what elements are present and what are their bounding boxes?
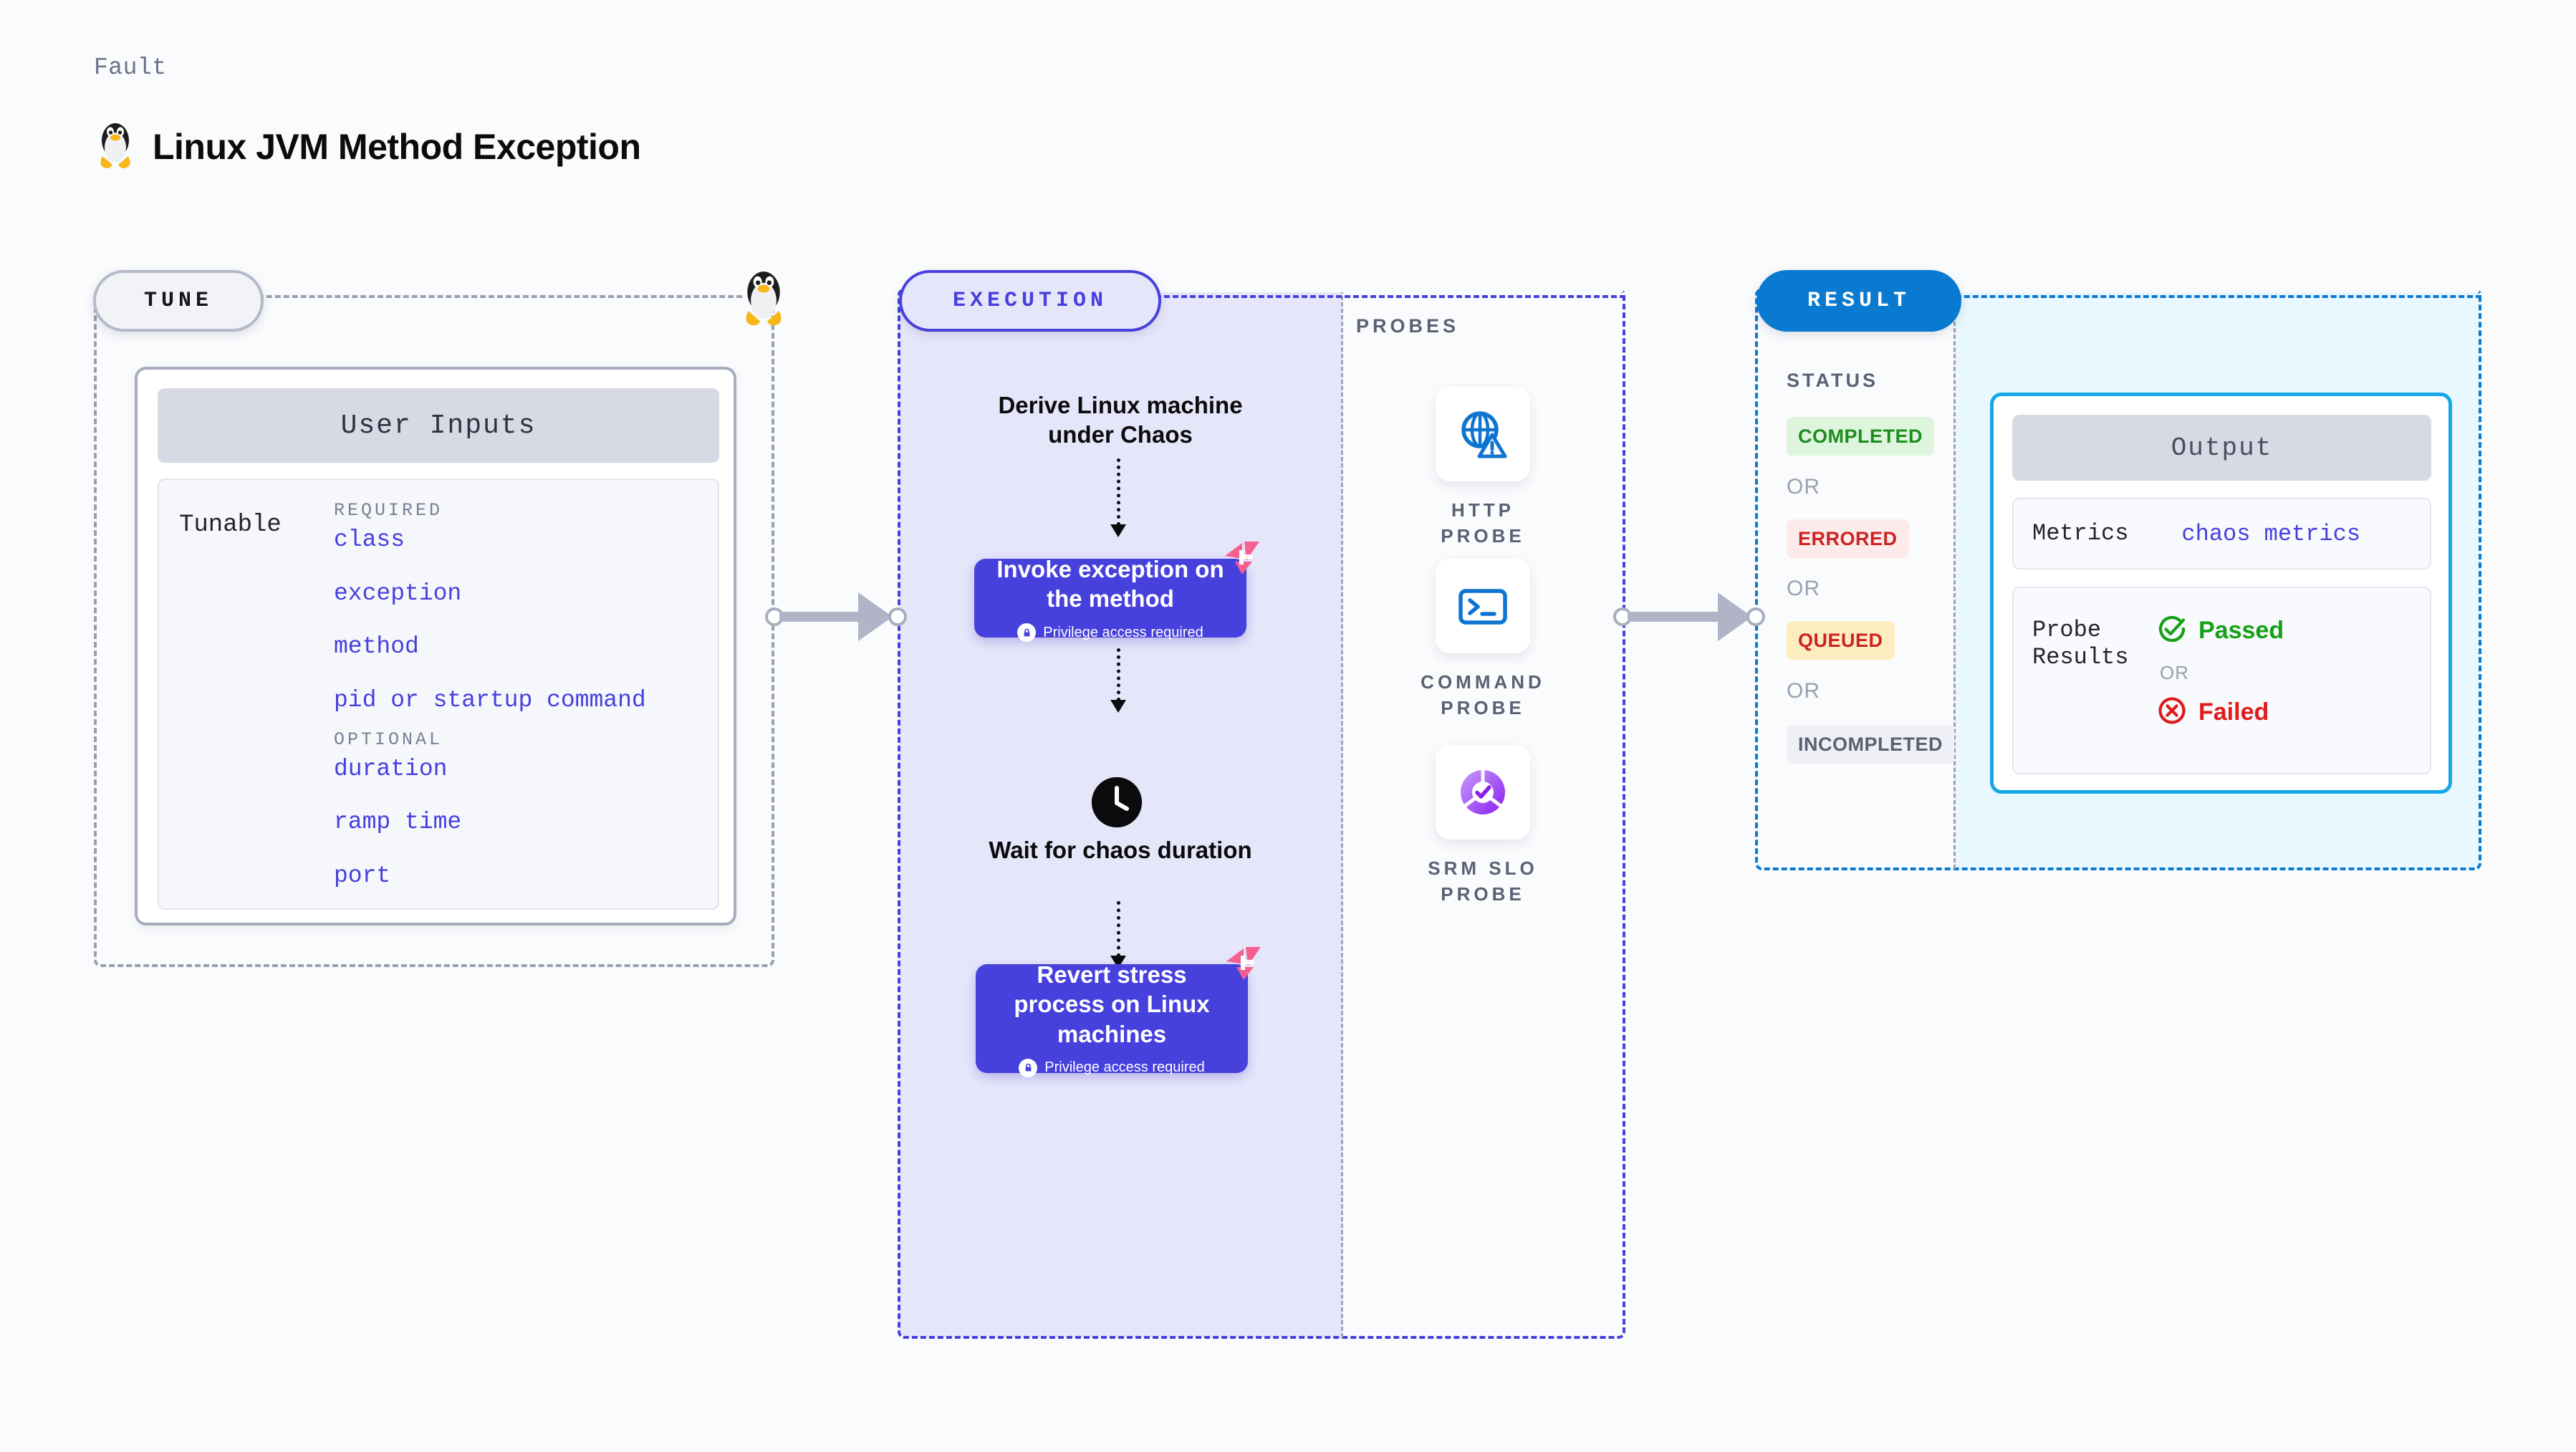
execution-step-derive-machine: Derive Linux machine under Chaos [998, 392, 1243, 448]
probe-results-key-line2: Results [2032, 644, 2129, 671]
field-duration[interactable]: duration [334, 755, 448, 782]
probe-item-srm-slo[interactable]: SRM SLO PROBE [1411, 745, 1554, 908]
connector-bar [779, 612, 873, 622]
execution-top-mask [901, 285, 1623, 292]
result-top-dashed-line [1956, 295, 2481, 298]
status-badge-queued: QUEUED [1787, 621, 1895, 660]
probe-item-http[interactable]: HTTP PROBE [1411, 387, 1554, 549]
probe-result-failed: Failed [2157, 696, 2284, 729]
field-port[interactable]: port [334, 862, 391, 889]
execution-stage-pill[interactable]: EXECUTION [899, 270, 1161, 332]
probe-results-key-line1: Probe [2032, 617, 2102, 643]
execution-node-title: Revert stress process on Linux machines [1014, 961, 1210, 1047]
execution-probes-divider [1341, 289, 1343, 1337]
connector-execution-to-result [1613, 592, 1771, 642]
privilege-note-text: Privilege access required [1044, 1059, 1205, 1076]
metrics-key-label: Metrics [2032, 519, 2129, 547]
status-badge-completed: COMPLETED [1787, 417, 1935, 456]
probe-label: HTTP PROBE [1441, 499, 1525, 547]
linux-penguin-icon [94, 119, 137, 174]
tunable-label: Tunable [179, 511, 282, 539]
result-status-panel-fill [1756, 289, 1953, 869]
status-badge-incompleted: INCOMPLETED [1787, 725, 1955, 764]
check-circle-icon [2157, 614, 2187, 648]
group-label-required: REQUIRED [334, 500, 443, 521]
field-pid-or-startup-command[interactable]: pid or startup command [334, 686, 646, 713]
command-terminal-icon [1436, 559, 1530, 653]
tune-stage-pill[interactable]: TUNE [93, 270, 264, 332]
execution-step-wait-duration: Wait for chaos duration [989, 837, 1252, 863]
page-title: Linux JVM Method Exception [153, 126, 641, 167]
probe-result-failed-label: Failed [2198, 698, 2269, 726]
execution-node-title: Invoke exception on the method [996, 555, 1224, 612]
lock-icon [1019, 1058, 1038, 1077]
connector-end-dot [1746, 607, 1765, 626]
execution-node-invoke-exception[interactable]: Invoke exception on the method Privilege… [974, 542, 1259, 643]
privilege-note-text: Privilege access required [1043, 624, 1203, 640]
connector-tune-to-execution [765, 592, 908, 642]
output-probe-results-row: Probe Results Passed OR [2012, 587, 2431, 774]
tunable-fields-list: REQUIRED class exception method pid or s… [334, 500, 706, 917]
x-circle-icon [2157, 696, 2187, 729]
user-inputs-card-body: Tunable REQUIRED class exception method … [158, 479, 719, 910]
probe-item-command[interactable]: COMMAND PROBE [1411, 559, 1554, 721]
field-exception[interactable]: exception [334, 580, 462, 607]
output-card: Output Metrics chaos metrics Probe Resul… [1990, 393, 2452, 794]
tune-top-mask [97, 285, 772, 292]
fault-title-row: Linux JVM Method Exception [94, 119, 641, 174]
fault-eyebrow-label: Fault [94, 54, 167, 81]
harness-logo-icon [1221, 540, 1262, 577]
result-top-mask [1759, 285, 2479, 292]
execution-node-privilege-note: Privilege access required [1017, 623, 1203, 643]
probe-label: SRM SLO PROBE [1428, 857, 1538, 905]
user-inputs-card: User Inputs Tunable REQUIRED class excep… [135, 367, 736, 925]
status-or-2: OR [1787, 577, 1820, 600]
status-badge-errored: ERRORED [1787, 519, 1909, 558]
probe-result-passed: Passed [2157, 614, 2284, 648]
execution-node-revert-stress[interactable]: Revert stress process on Linux machines … [976, 947, 1261, 1077]
user-inputs-card-title: User Inputs [158, 388, 719, 463]
output-card-title: Output [2012, 415, 2431, 481]
status-label: STATUS [1787, 370, 1878, 391]
group-label-optional: OPTIONAL [334, 729, 443, 750]
output-metrics-row: Metrics chaos metrics [2012, 498, 2431, 569]
status-or-1: OR [1787, 475, 1820, 499]
tune-top-dashed-line [258, 295, 742, 298]
probe-result-or: OR [2160, 662, 2189, 683]
srm-slo-check-icon [1436, 745, 1530, 840]
connector-arrowhead [858, 592, 893, 641]
http-globe-warning-icon [1436, 387, 1530, 481]
result-inner-divider [1953, 289, 1956, 869]
linux-penguin-icon-marker [738, 266, 789, 328]
probes-section-label: PROBES [1356, 315, 1460, 337]
metrics-value-link[interactable]: chaos metrics [2181, 520, 2361, 547]
status-or-3: OR [1787, 679, 1820, 703]
probe-label: COMMAND PROBE [1421, 671, 1545, 719]
field-ramp-time[interactable]: ramp time [334, 809, 462, 836]
probe-result-passed-label: Passed [2198, 617, 2284, 644]
execution-node-privilege-note: Privilege access required [1019, 1058, 1205, 1077]
field-class[interactable]: class [334, 527, 405, 553]
connector-end-dot [888, 607, 907, 626]
connector-bar [1628, 612, 1732, 622]
execution-top-dashed-line [1155, 295, 1625, 298]
harness-logo-icon [1222, 946, 1264, 983]
clock-icon [1092, 777, 1142, 827]
lock-icon [1017, 623, 1037, 643]
field-method[interactable]: method [334, 633, 419, 660]
result-stage-pill[interactable]: RESULT [1756, 270, 1961, 332]
